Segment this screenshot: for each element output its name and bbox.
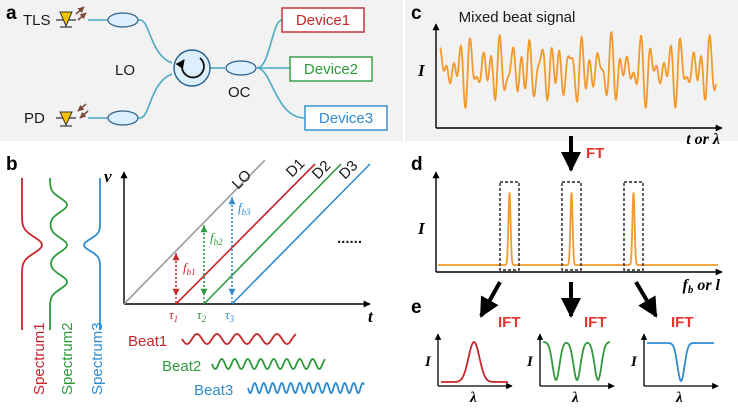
- tau3-label: τ3: [225, 307, 235, 324]
- b-y-axis-label: v: [104, 167, 112, 186]
- beat3-wave: [247, 381, 365, 395]
- ellipsis: ......: [337, 230, 362, 247]
- tau2-label: τ2: [197, 307, 207, 324]
- spectrum1-label: Spectrum1: [31, 322, 48, 395]
- device3-label: Device3: [319, 110, 373, 127]
- d-y-axis-label: I: [417, 219, 426, 238]
- d3-line-label: D3: [336, 157, 362, 183]
- beat3-label: Beat3: [194, 382, 233, 399]
- panel-a-letter: a: [6, 3, 17, 24]
- ift-result-3: [647, 342, 714, 382]
- tls-label: TLS: [23, 12, 51, 29]
- ift-result-2: [542, 341, 611, 382]
- panel-b: b Spectrum1 Spectrum2 Spectrum3 v t LO D…: [6, 154, 374, 399]
- tls-coupler: [107, 12, 139, 28]
- d2-line: [203, 163, 342, 305]
- fb1-label: fb1: [183, 260, 196, 277]
- c-y-axis-label: I: [417, 61, 426, 80]
- e2-x-axis-label: λ: [571, 390, 579, 406]
- oc-coupler: [225, 60, 257, 76]
- beat1-label: Beat1: [128, 333, 167, 350]
- ift-arrow-1: [479, 281, 502, 318]
- e2-y-axis-label: I: [526, 354, 534, 370]
- device3-box: [304, 105, 388, 131]
- peak2-box: [561, 181, 582, 271]
- tls-laser-icon: [56, 6, 87, 28]
- d3-line: [231, 163, 371, 305]
- panel-a: a TLS PD: [0, 0, 403, 141]
- spectrum2-curve: [49, 178, 68, 330]
- lo-line-label: LO: [229, 167, 255, 193]
- lo-line: [123, 159, 266, 305]
- beat2-label: Beat2: [162, 358, 201, 375]
- spectrum1-curve: [21, 178, 43, 330]
- mixed-beat-signal: [439, 30, 717, 110]
- spectrum2-label: Spectrum2: [59, 322, 76, 395]
- panel-e: e IFT IFT IFT I λ I λ I λ: [411, 280, 719, 406]
- photodetector-icon: [56, 103, 89, 127]
- panel-c-letter: c: [411, 3, 422, 24]
- c-x-axis-label: t or λ: [686, 131, 720, 148]
- d1-line: [175, 163, 316, 305]
- ift-label-3: IFT: [671, 314, 694, 331]
- device1-label: Device1: [296, 12, 350, 29]
- ift-label-2: IFT: [584, 314, 607, 331]
- panel-e-letter: e: [411, 297, 422, 318]
- panel-d-letter: d: [411, 154, 423, 175]
- e1-x-axis-label: λ: [469, 390, 477, 406]
- pd-label: PD: [24, 110, 45, 127]
- panel-d: d I fb or l: [411, 154, 723, 296]
- beat-spectrum: [438, 192, 718, 266]
- d2-line-label: D2: [309, 157, 335, 183]
- panel-c: c Mixed beat signal I t or λ: [405, 0, 738, 148]
- device2-label: Device2: [304, 61, 358, 78]
- d1-line-label: D1: [283, 155, 309, 181]
- panel-b-letter: b: [6, 154, 18, 175]
- fb3-label: fb3: [238, 200, 251, 217]
- tau1-label: τ1: [169, 307, 178, 324]
- peak1-box: [499, 181, 520, 271]
- oc-label: OC: [228, 84, 251, 101]
- ift-label-1: IFT: [498, 314, 521, 331]
- peak3-box: [623, 181, 644, 271]
- panel-c-title: Mixed beat signal: [459, 9, 576, 26]
- beat2-wave: [211, 358, 326, 370]
- fb2-label: fb2: [210, 230, 223, 247]
- beat1-wave: [181, 333, 297, 345]
- ift-result-1: [441, 341, 508, 383]
- circulator-icon: [173, 49, 211, 87]
- e1-y-axis-label: I: [424, 354, 432, 370]
- ft-label: FT: [586, 145, 604, 162]
- pd-coupler: [107, 110, 139, 126]
- device2-box: [289, 56, 373, 82]
- b-x-axis-label: t: [368, 307, 374, 326]
- lo-label: LO: [115, 62, 135, 79]
- spectrum3-label: Spectrum3: [89, 322, 106, 395]
- d-x-axis-label: fb or l: [683, 277, 721, 296]
- spectrum3-curve: [83, 178, 101, 330]
- e3-x-axis-label: λ: [675, 390, 683, 406]
- device1-box: [281, 7, 365, 33]
- e3-y-axis-label: I: [630, 354, 638, 370]
- ift-arrow-3: [634, 280, 658, 318]
- fiber-paths: [88, 19, 306, 119]
